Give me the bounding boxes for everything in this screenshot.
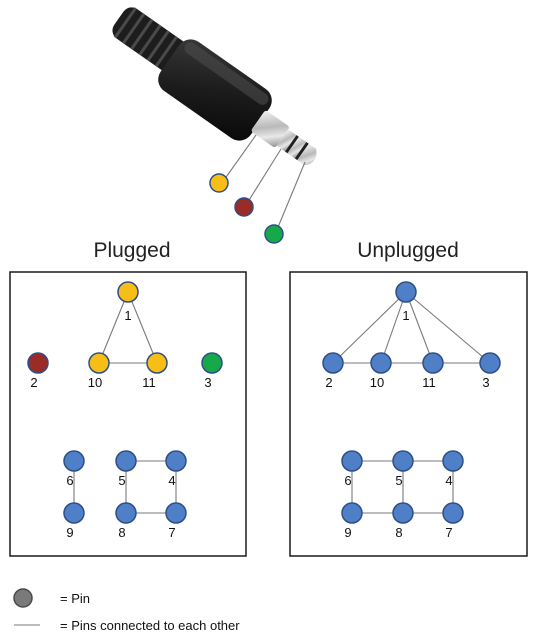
plugged-pin-4 (165, 450, 187, 472)
plugged-pin-label-8: 8 (118, 525, 125, 540)
unplugged-pin-label-6: 6 (344, 473, 351, 488)
plugged-pin-label-5: 5 (118, 473, 125, 488)
unplugged-pin-label-5: 5 (395, 473, 402, 488)
unplugged-pin-label-11: 11 (422, 375, 436, 390)
plugged-pin-5 (115, 450, 137, 472)
unplugged-pin-label-10: 10 (370, 375, 384, 390)
plug-sleeve-contact-dot (264, 224, 284, 244)
plugged-pin-label-4: 4 (168, 473, 175, 488)
plugged-connection-1-11 (127, 291, 158, 364)
plugged-pins: 1 2 10 11 3 6 5 4 9 8 7 (27, 281, 223, 540)
legend-pin-text: = Pin (60, 591, 90, 606)
unplugged-pin-label-8: 8 (395, 525, 402, 540)
unplugged-pin-2 (322, 352, 344, 374)
unplugged-connection-1-2 (332, 291, 407, 364)
plugged-pin-11 (146, 352, 168, 374)
plugged-pin-3 (201, 352, 223, 374)
unplugged-connection-1-10 (380, 291, 407, 364)
plugged-pin-label-6: 6 (66, 473, 73, 488)
plugged-pin-1 (117, 281, 139, 303)
plug-ring-contact-dot (234, 197, 254, 217)
unplugged-pin-6 (341, 450, 363, 472)
unplugged-pin-4 (442, 450, 464, 472)
plugged-pin-label-10: 10 (88, 375, 102, 390)
unplugged-pin-label-4: 4 (445, 473, 452, 488)
legend-line-text: = Pins connected to each other (60, 618, 240, 633)
plugged-pin-label-2: 2 (30, 375, 37, 390)
plugged-pin-label-3: 3 (204, 375, 211, 390)
legend-pin-icon (13, 588, 33, 608)
unplugged-title: Unplugged (357, 239, 459, 262)
plugged-connection-1-10 (98, 291, 129, 364)
audio-jack-plug-icon (112, 7, 317, 166)
unplugged-pin-9 (341, 502, 363, 524)
unplugged-pin-11 (422, 352, 444, 374)
unplugged-pin-10 (370, 352, 392, 374)
plugged-pin-8 (115, 502, 137, 524)
plugged-title: Plugged (93, 239, 170, 262)
unplugged-pin-5 (392, 450, 414, 472)
unplugged-pin-label-2: 2 (325, 375, 332, 390)
plugged-pin-label-9: 9 (66, 525, 73, 540)
unplugged-pin-8 (392, 502, 414, 524)
plugged-pin-6 (63, 450, 85, 472)
unplugged-pin-label-7: 7 (445, 525, 452, 540)
plugged-pin-label-7: 7 (168, 525, 175, 540)
plugged-pin-label-1: 1 (124, 308, 131, 323)
unplugged-connection-1-11 (405, 291, 434, 364)
unplugged-pin-1 (395, 281, 417, 303)
unplugged-pin-label-1: 1 (402, 308, 409, 323)
plugged-pin-9 (63, 502, 85, 524)
plugged-pin-2 (27, 352, 49, 374)
legend: = Pin = Pins connected to each other (13, 588, 240, 633)
plugged-pin-label-11: 11 (142, 375, 156, 390)
unplugged-connection-1-3 (405, 291, 491, 364)
unplugged-pin-label-3: 3 (482, 375, 489, 390)
unplugged-pin-label-9: 9 (344, 525, 351, 540)
plugged-pin-10 (88, 352, 110, 374)
unplugged-pin-7 (442, 502, 464, 524)
unplugged-pins: 1 2 10 11 3 6 5 4 9 8 7 (322, 281, 501, 540)
unplugged-pin-3 (479, 352, 501, 374)
plugged-pin-7 (165, 502, 187, 524)
plug-contact-callouts (209, 134, 306, 244)
plug-tip-contact-dot (209, 173, 229, 193)
